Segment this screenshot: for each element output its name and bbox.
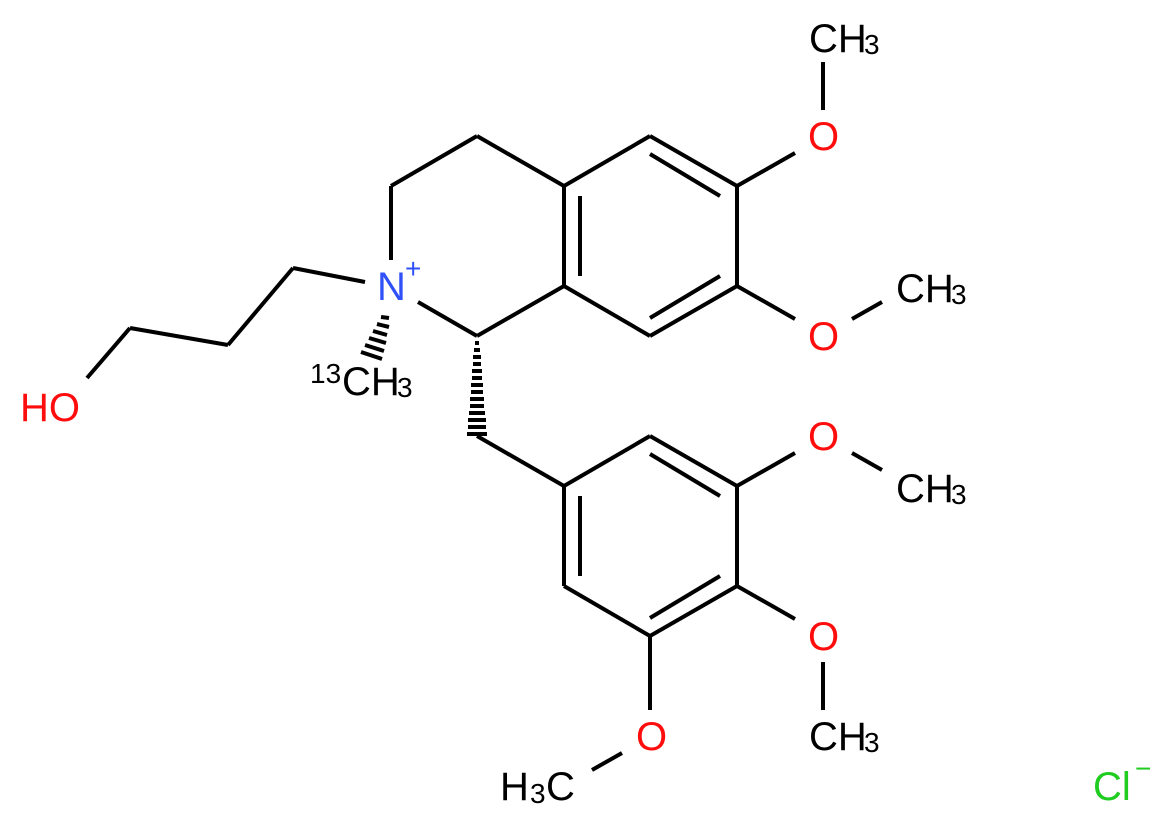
methyl-c7: CH — [896, 267, 954, 311]
methyl-c6-subscript: 3 — [864, 29, 880, 60]
hydroxyl-group: HO — [20, 386, 80, 430]
methyl-c5prime-h: H — [500, 765, 529, 809]
oxygen-c3prime: O — [808, 415, 839, 459]
oxygen-c7: O — [808, 315, 839, 359]
methoxy-c4prime-bonds — [736, 584, 825, 710]
nitrogen-atom: N — [377, 265, 406, 309]
methyl-c3prime-subscript: 3 — [951, 479, 967, 510]
isotope-label: 13 — [310, 358, 341, 389]
oxygen-c6: O — [808, 115, 839, 159]
methoxy-c6-bonds — [736, 62, 825, 188]
c1-hashed-wedge — [467, 341, 487, 436]
methoxy-c7-bonds — [736, 284, 883, 321]
methoxy-c3prime-bonds — [736, 451, 883, 488]
methyl-c7-subscript: 3 — [951, 279, 967, 310]
methyl-c3prime: CH — [896, 467, 954, 511]
oxygen-c5prime: O — [636, 715, 667, 759]
n-methyl-subscript: 3 — [397, 372, 413, 403]
methyl-c4prime-subscript: 3 — [864, 727, 880, 758]
methyl-c6: CH — [809, 17, 867, 61]
methyl-c5prime-c: C — [546, 765, 575, 809]
nitrogen-charge: + — [405, 253, 421, 284]
benzyl-bond — [476, 434, 565, 488]
tetrahydro-ring-bonds — [389, 134, 565, 338]
n-methyl-hashed-wedge — [360, 315, 390, 361]
hydroxypropyl-chain-bonds — [85, 266, 366, 380]
methyl-c5prime-subscript: 3 — [530, 778, 546, 809]
oxygen-c4prime: O — [808, 615, 839, 659]
benzo-ring-bonds — [562, 134, 739, 338]
methoxy-c5prime-bonds — [591, 636, 652, 772]
n-methyl-carbon: CH — [342, 360, 400, 404]
trimethoxyphenyl-ring-bonds — [562, 434, 739, 638]
chloride-charge: − — [1135, 753, 1151, 784]
chloride-ion: Cl — [1093, 765, 1131, 809]
methyl-c4prime: CH — [809, 715, 867, 759]
